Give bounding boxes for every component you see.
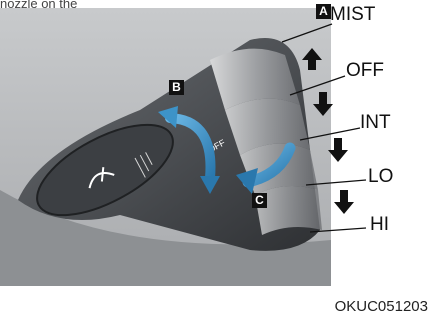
marker-a: A [316,4,331,19]
marker-b: B [169,80,184,95]
label-off: OFF [346,60,384,82]
caption-text: nozzle on the [0,0,77,11]
label-hi: HI [370,214,389,236]
down-arrow-icon [334,190,354,214]
image-code: OKUC051203 [335,298,428,315]
label-int: INT [360,112,391,134]
label-lo: LO [368,166,393,188]
label-mist: MIST [330,4,375,26]
marker-c: C [252,193,267,208]
